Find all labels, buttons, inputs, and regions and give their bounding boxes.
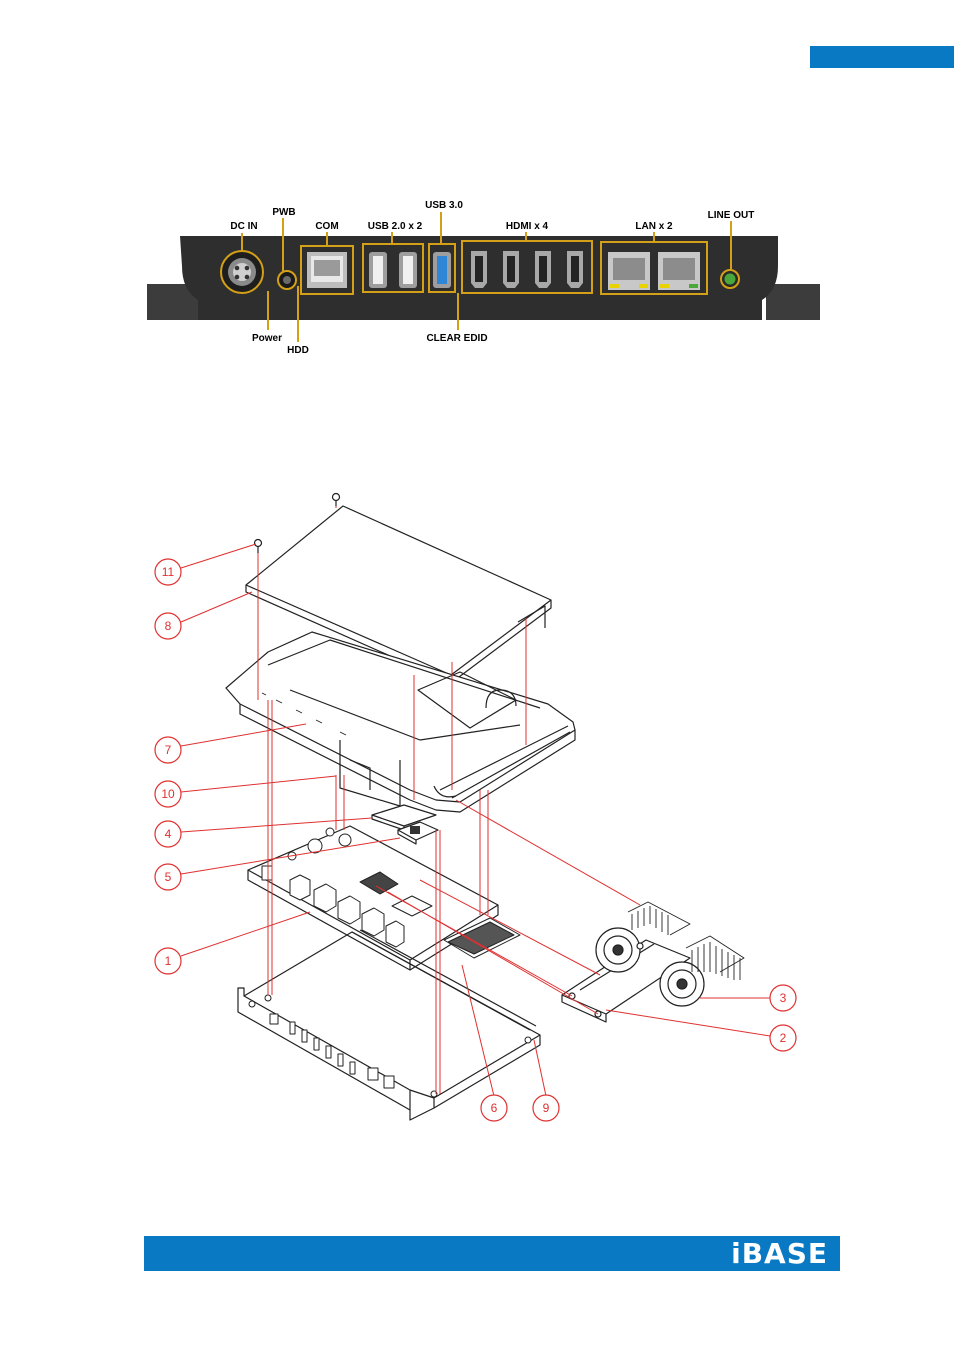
label-usb30: USB 3.0 bbox=[425, 200, 463, 211]
callout-11: 11 bbox=[162, 565, 175, 579]
callout-6: 6 bbox=[491, 1101, 498, 1115]
com-port bbox=[300, 245, 354, 295]
callout-7: 7 bbox=[165, 743, 172, 757]
lan-ports bbox=[600, 241, 708, 295]
callout-5: 5 bbox=[165, 870, 172, 884]
motherboard bbox=[247, 825, 521, 971]
callout-circle-5 bbox=[154, 863, 182, 891]
callout-circles bbox=[154, 558, 797, 1122]
module-5 bbox=[397, 821, 439, 845]
power-button bbox=[277, 270, 297, 290]
right-bracket bbox=[766, 284, 820, 320]
chassis-frame bbox=[225, 631, 576, 813]
line-out-jack bbox=[720, 269, 740, 289]
label-lan: LAN x 2 bbox=[635, 221, 673, 232]
callout-10: 10 bbox=[161, 787, 175, 801]
label-dc-in: DC IN bbox=[230, 221, 257, 232]
callout-9: 9 bbox=[543, 1101, 550, 1115]
callout-circle-4 bbox=[154, 820, 182, 848]
callout-4: 4 bbox=[165, 827, 172, 841]
callout-circle-9 bbox=[532, 1094, 560, 1122]
label-usb20: USB 2.0 x 2 bbox=[368, 221, 423, 232]
label-pwb: PWB bbox=[272, 207, 295, 218]
bottom-tray bbox=[237, 929, 541, 1121]
label-com: COM bbox=[315, 221, 338, 232]
dc-in-port bbox=[220, 250, 264, 294]
exploded-view: 11 8 7 10 4 5 1 3 2 6 9 bbox=[154, 492, 797, 1122]
callout-1: 1 bbox=[165, 954, 172, 968]
callout-circle-11 bbox=[154, 558, 182, 586]
callout-circle-3 bbox=[769, 984, 797, 1012]
usb20-ports bbox=[362, 243, 424, 293]
label-power: Power bbox=[252, 333, 282, 344]
io-leader-lines bbox=[241, 212, 732, 342]
callout-leaders bbox=[180, 543, 771, 1097]
callout-circle-2 bbox=[769, 1024, 797, 1052]
footer-bar: iBASE bbox=[144, 1236, 840, 1271]
heatsink-assembly bbox=[561, 901, 745, 1023]
label-line-out: LINE OUT bbox=[708, 210, 755, 221]
callout-circle-10 bbox=[154, 780, 182, 808]
io-panel: DC IN PWB COM USB 2.0 x 2 USB 3.0 HDMI x… bbox=[147, 200, 820, 356]
assembly-lines bbox=[257, 506, 641, 1094]
usb30-port bbox=[428, 243, 456, 293]
callout-circle-8 bbox=[154, 612, 182, 640]
callout-3: 3 bbox=[780, 991, 787, 1005]
label-hdd: HDD bbox=[287, 345, 309, 356]
ibase-logo: iBASE bbox=[731, 1237, 828, 1270]
callout-circle-7 bbox=[154, 736, 182, 764]
header-tab bbox=[810, 46, 954, 68]
label-clear-edid: CLEAR EDID bbox=[426, 333, 487, 344]
label-hdmi: HDMI x 4 bbox=[506, 221, 549, 232]
callout-circle-6 bbox=[480, 1094, 508, 1122]
callout-2: 2 bbox=[780, 1031, 787, 1045]
callout-circle-1 bbox=[154, 947, 182, 975]
callout-8: 8 bbox=[165, 619, 172, 633]
